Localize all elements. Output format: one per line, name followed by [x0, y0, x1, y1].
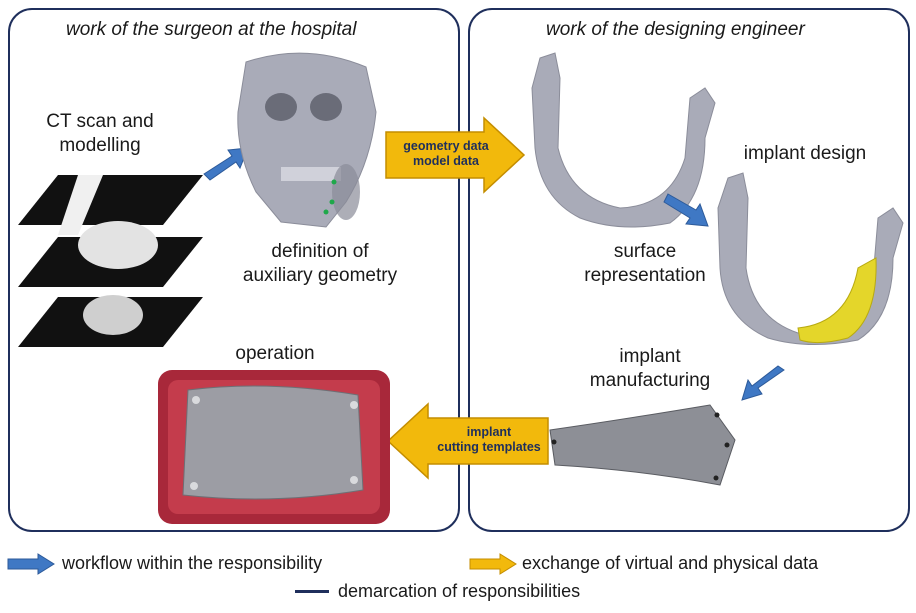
exchange-label-to-surgeon: implant cutting templates [428, 425, 550, 455]
legend-workflow-arrow-icon [8, 554, 54, 574]
mandible-implant-design-image [708, 168, 904, 348]
implant-design-label: implant design [730, 142, 880, 166]
engineer-panel-title: work of the designing engineer [546, 19, 805, 41]
ct-scan-slices-image [18, 175, 203, 350]
exchange-label-to-engineer: geometry data model data [390, 139, 502, 169]
ct-scan-label: CT scan and modelling [30, 110, 170, 158]
skull-model-image [226, 52, 386, 232]
workflow-arrow-surface-to-design [664, 190, 710, 230]
implant-manufacturing-label: implant manufacturing [580, 345, 720, 393]
legend-demarcation-label: demarcation of responsibilities [338, 581, 580, 602]
workflow-arrow-design-to-manufacturing [740, 366, 786, 406]
operation-photo-image [158, 370, 390, 524]
operation-label: operation [215, 342, 335, 366]
legend-exchange-label: exchange of virtual and physical data [522, 553, 818, 574]
manufactured-implant-image [540, 400, 740, 490]
legend-workflow-label: workflow within the responsibility [62, 553, 322, 574]
surgeon-panel-title: work of the surgeon at the hospital [66, 19, 356, 41]
legend-demarcation-line-icon [295, 590, 329, 594]
surface-representation-label: surface representation [575, 240, 715, 288]
legend-exchange-arrow-icon [470, 554, 516, 574]
auxiliary-geometry-label: definition of auxiliary geometry [220, 240, 420, 288]
